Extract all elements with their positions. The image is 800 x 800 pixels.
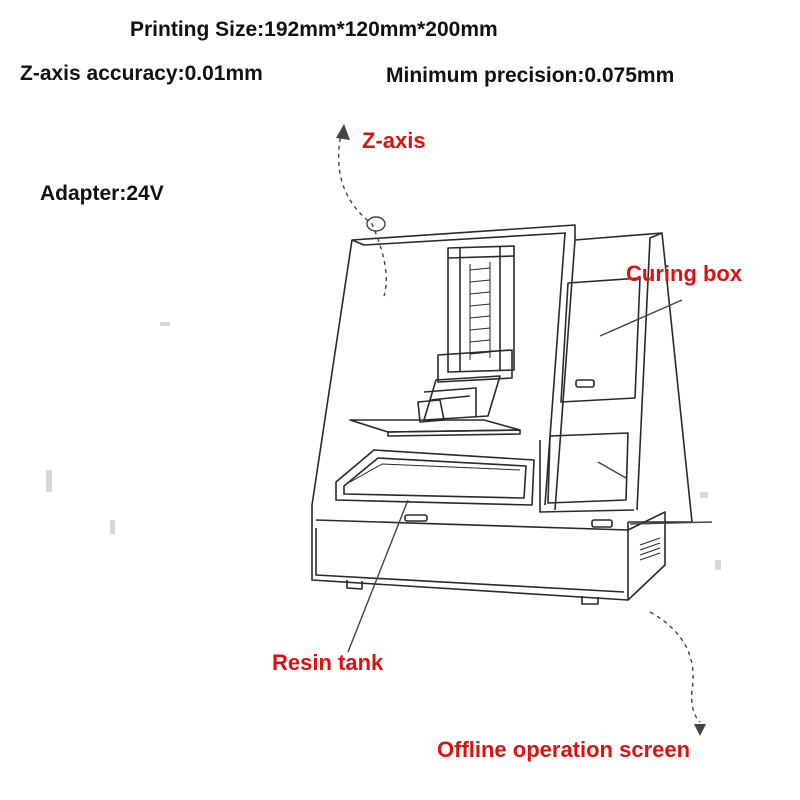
resin-tank-leader — [347, 499, 409, 653]
z-axis-accuracy-spec: Z-axis accuracy:0.01mm — [20, 62, 263, 85]
z-axis-arrow-path — [337, 129, 387, 297]
printing-size-spec: Printing Size:192mm*120mm*200mm — [130, 18, 498, 41]
offline-screen-arrow-path — [649, 611, 701, 723]
offline-screen-arrowhead — [694, 724, 706, 736]
curing-box-leader — [599, 299, 683, 337]
resin-tank — [335, 449, 535, 506]
z-axis-column — [447, 245, 515, 373]
resin-tank-label: Resin tank — [272, 650, 384, 675]
curing-box — [560, 277, 641, 403]
printer-base — [311, 505, 629, 601]
offline-screen — [547, 432, 629, 504]
adapter-spec: Adapter:24V — [40, 182, 164, 205]
curing-box-label: Curing box — [626, 261, 743, 286]
offline-screen-label: Offline operation screen — [437, 737, 691, 762]
z-axis-label: Z-axis — [362, 128, 426, 153]
minimum-precision-spec: Minimum precision:0.075mm — [386, 64, 675, 87]
z-axis-arrowhead — [336, 124, 350, 140]
